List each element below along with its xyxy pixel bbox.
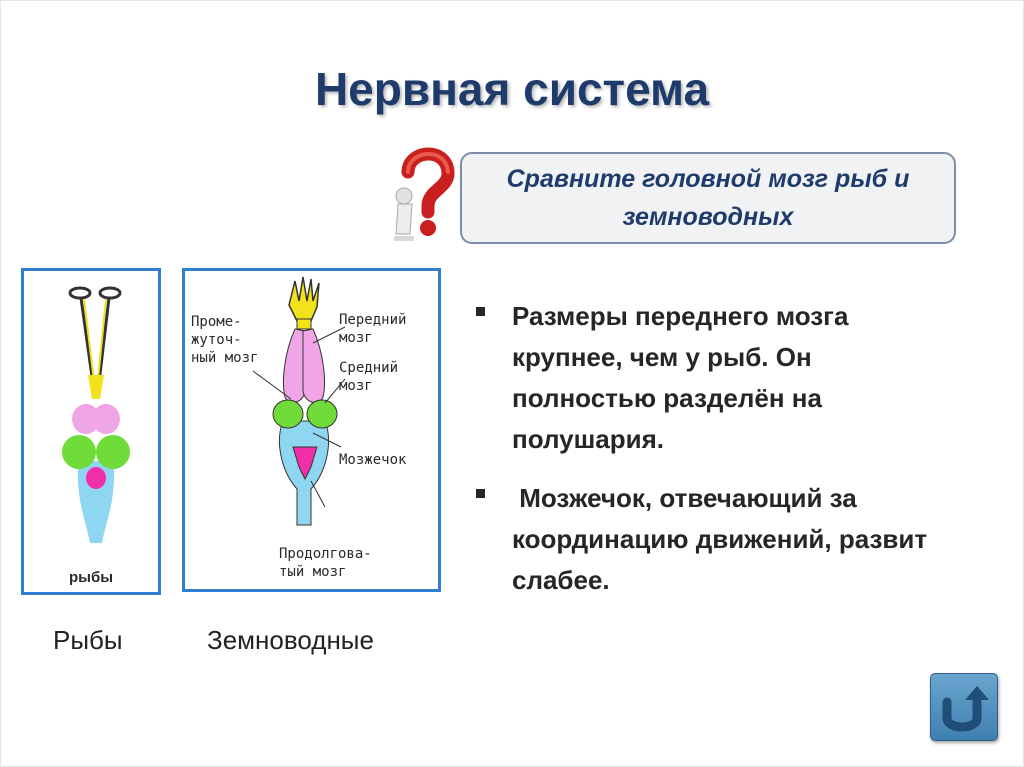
bullet-square-icon xyxy=(476,307,485,316)
label-cerebellum: Мозжечок xyxy=(339,451,406,469)
bullet-text: Размеры переднего мозга крупнее, чем у р… xyxy=(512,301,848,454)
caption-fish: Рыбы xyxy=(53,625,123,656)
label-midbrain: Средний мозг xyxy=(339,359,398,395)
label-medulla: Продолгова- тый мозг xyxy=(279,545,372,581)
bullet-text: Мозжечок, отвечающий за координацию движ… xyxy=(512,483,934,595)
bullet-list: Размеры переднего мозга крупнее, чем у р… xyxy=(470,296,940,619)
callout-box: Сравните головной мозг рыб и земноводных xyxy=(460,152,956,244)
bullet-square-icon xyxy=(476,489,485,498)
page-title: Нервная система xyxy=(0,62,1024,116)
return-arrow-icon xyxy=(931,674,997,740)
return-button[interactable] xyxy=(930,673,998,741)
fish-brain-image: рыбы xyxy=(21,268,161,595)
bullet-item: Мозжечок, отвечающий за координацию движ… xyxy=(470,478,940,601)
fish-brain-diagram xyxy=(24,271,158,592)
label-diencephalon: Проме- жуточ- ный мозг xyxy=(191,313,258,367)
fish-image-caption: рыбы xyxy=(24,569,158,586)
caption-amphibian: Земноводные xyxy=(207,625,374,656)
label-forebrain: Передний мозг xyxy=(339,311,406,347)
bullet-item: Размеры переднего мозга крупнее, чем у р… xyxy=(470,296,940,460)
question-mark-icon xyxy=(386,142,456,246)
amphibian-brain-image: Проме- жуточ- ный мозг Передний мозг Сре… xyxy=(182,268,441,592)
